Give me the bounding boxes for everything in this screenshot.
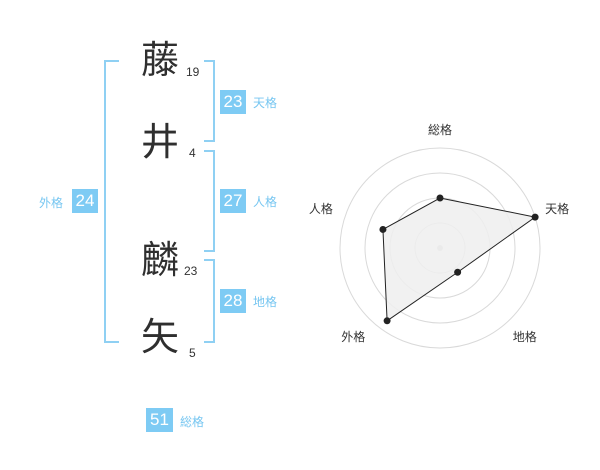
radar-polygon bbox=[382, 197, 537, 322]
stroke-count-3: 23 bbox=[184, 264, 198, 278]
jinkaku-label: 人格 bbox=[253, 195, 278, 209]
name-char-4: 矢 bbox=[141, 315, 180, 359]
jinkaku-value: 27 bbox=[220, 189, 246, 213]
radar-axis-label: 天格 bbox=[545, 201, 569, 216]
radar-point-人格 bbox=[379, 225, 387, 233]
tenkaku-label: 天格 bbox=[253, 96, 278, 110]
radar-point-地格 bbox=[454, 268, 462, 276]
radar-ring bbox=[339, 147, 541, 349]
radar-axis-label: 地格 bbox=[513, 329, 537, 344]
stroke-count-2: 4 bbox=[189, 146, 196, 160]
name-char-2: 井 bbox=[141, 120, 180, 164]
gaikaku-bracket bbox=[104, 60, 119, 343]
gaikaku-label: 外格 bbox=[39, 196, 64, 210]
name-char-1: 藤 bbox=[141, 38, 180, 82]
stroke-count-4: 5 bbox=[189, 346, 196, 360]
radar-ring bbox=[364, 172, 516, 324]
radar-point-天格 bbox=[531, 213, 539, 221]
chikaku-value: 28 bbox=[220, 289, 246, 313]
jinkaku-bracket bbox=[204, 150, 215, 252]
tenkaku-bracket bbox=[204, 60, 215, 142]
soukaku-label: 総格 bbox=[180, 415, 205, 429]
radar-axis-label: 総格 bbox=[428, 122, 452, 137]
chikaku-label: 地格 bbox=[253, 295, 278, 309]
tenkaku-value: 23 bbox=[220, 90, 246, 114]
name-char-3: 麟 bbox=[141, 238, 180, 282]
radar-axis-label: 外格 bbox=[341, 329, 365, 344]
stroke-count-1: 19 bbox=[186, 65, 200, 79]
gaikaku-value: 24 bbox=[72, 189, 98, 213]
chikaku-bracket bbox=[204, 259, 215, 343]
radar-axis-label: 人格 bbox=[309, 201, 333, 216]
radar-point-総格 bbox=[436, 194, 444, 202]
soukaku-value: 51 bbox=[146, 408, 173, 432]
radar-point-外格 bbox=[383, 317, 391, 325]
radar-series bbox=[379, 194, 539, 325]
